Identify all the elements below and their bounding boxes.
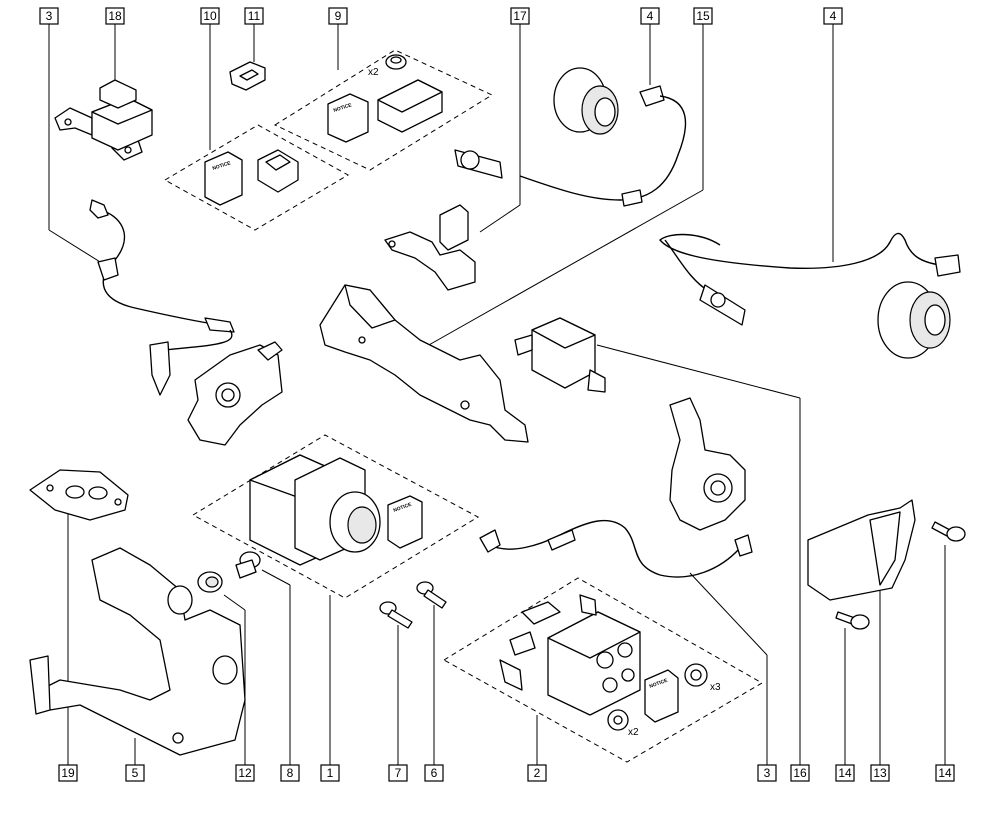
- part-5-support-bracket: [29, 547, 246, 756]
- callout-bottom-16: 16: [790, 764, 810, 782]
- part-1-hydraulic-unit: NOTICE: [249, 454, 423, 566]
- svg-text:18: 18: [108, 9, 122, 23]
- part-18-control-unit: [54, 79, 153, 161]
- svg-text:5: 5: [132, 766, 139, 780]
- svg-text:17: 17: [513, 9, 527, 23]
- notice-label-10: NOTICE: [212, 160, 232, 172]
- qty-label: x2: [628, 727, 639, 738]
- kit-box-10: [163, 124, 350, 231]
- kit-box-1: [191, 434, 480, 599]
- steering-knuckle-right: [669, 397, 746, 531]
- part-7-bolt: [379, 601, 413, 629]
- callout-bottom-5: 5: [125, 764, 145, 782]
- callout-bottom-6: 6: [424, 764, 444, 782]
- svg-text:2: 2: [534, 766, 541, 780]
- part-10-kit: NOTICE: [204, 149, 299, 206]
- part-17-bracket: [384, 204, 476, 291]
- callout-top-3: 3: [39, 7, 59, 25]
- part-3-speed-sensor-left: [89, 199, 235, 396]
- callout-bottom-1: 1: [320, 764, 340, 782]
- svg-text:11: 11: [248, 9, 261, 23]
- part-2-repair-kit: NOTICE: [499, 594, 708, 731]
- svg-text:4: 4: [647, 9, 654, 23]
- part-16-module: [514, 317, 606, 393]
- quantity-x2-part-9: x2: [368, 67, 379, 78]
- svg-text:4: 4: [830, 9, 837, 23]
- svg-text:19: 19: [61, 766, 75, 780]
- svg-text:10: 10: [203, 9, 217, 23]
- callout-top-9: 9: [328, 7, 348, 25]
- part-4-speed-sensor-front: [454, 67, 687, 207]
- callout-top-18: 18: [105, 7, 125, 25]
- callout-bottom-19: 19: [58, 764, 78, 782]
- svg-text:13: 13: [873, 766, 887, 780]
- svg-text:8: 8: [287, 766, 294, 780]
- svg-text:3: 3: [764, 766, 771, 780]
- notice-label-9: NOTICE: [333, 102, 353, 114]
- callout-top-17: 17: [510, 7, 530, 25]
- svg-text:7: 7: [395, 766, 402, 780]
- callout-bottom-14a: 14: [835, 764, 855, 782]
- qty-label: x2: [368, 67, 379, 78]
- kit-box-2: [443, 577, 763, 763]
- part-14-screw-lower: [835, 611, 870, 630]
- part-4-speed-sensor-rear: [659, 232, 961, 359]
- svg-text:14: 14: [938, 766, 952, 780]
- svg-text:15: 15: [696, 9, 710, 23]
- part-13-shield: [807, 499, 916, 601]
- callout-bottom-2: 2: [527, 764, 547, 782]
- qty-label: x3: [710, 682, 721, 693]
- svg-text:9: 9: [335, 9, 342, 23]
- callout-bottom-8: 8: [280, 764, 300, 782]
- part-6-bolt: [416, 581, 447, 609]
- callout-top-10: 10: [200, 7, 220, 25]
- callout-top-15: 15: [693, 7, 713, 25]
- part-12-grommet: [197, 571, 223, 593]
- svg-text:12: 12: [238, 766, 252, 780]
- callout-top-4b: 4: [823, 7, 843, 25]
- svg-text:6: 6: [431, 766, 438, 780]
- callout-bottom-7: 7: [388, 764, 408, 782]
- part-14-screw-upper: [931, 521, 966, 542]
- steering-knuckle-left: [187, 341, 283, 446]
- callout-top-11: 11: [244, 7, 264, 25]
- svg-text:1: 1: [327, 766, 334, 780]
- callout-bottom-3: 3: [757, 764, 777, 782]
- svg-text:3: 3: [46, 9, 53, 23]
- part-15-mounting-bracket: [319, 284, 529, 443]
- quantity-x3-part-2: x3: [710, 682, 721, 693]
- part-3-speed-sensor-middle: [479, 519, 753, 578]
- part-19-plate: [29, 469, 129, 521]
- part-8-stud: [235, 551, 261, 579]
- callout-top-4a: 4: [640, 7, 660, 25]
- quantity-x2-part-2: x2: [628, 727, 639, 738]
- kit-box-9: [273, 49, 494, 171]
- part-9-kit: NOTICE: [327, 54, 443, 143]
- part-11-clip: [229, 61, 266, 91]
- svg-text:14: 14: [838, 766, 852, 780]
- callout-bottom-14b: 14: [935, 764, 955, 782]
- callout-bottom-13: 13: [870, 764, 890, 782]
- callout-bottom-12: 12: [235, 764, 255, 782]
- leader-lines: [48, 24, 946, 765]
- svg-text:16: 16: [793, 766, 807, 780]
